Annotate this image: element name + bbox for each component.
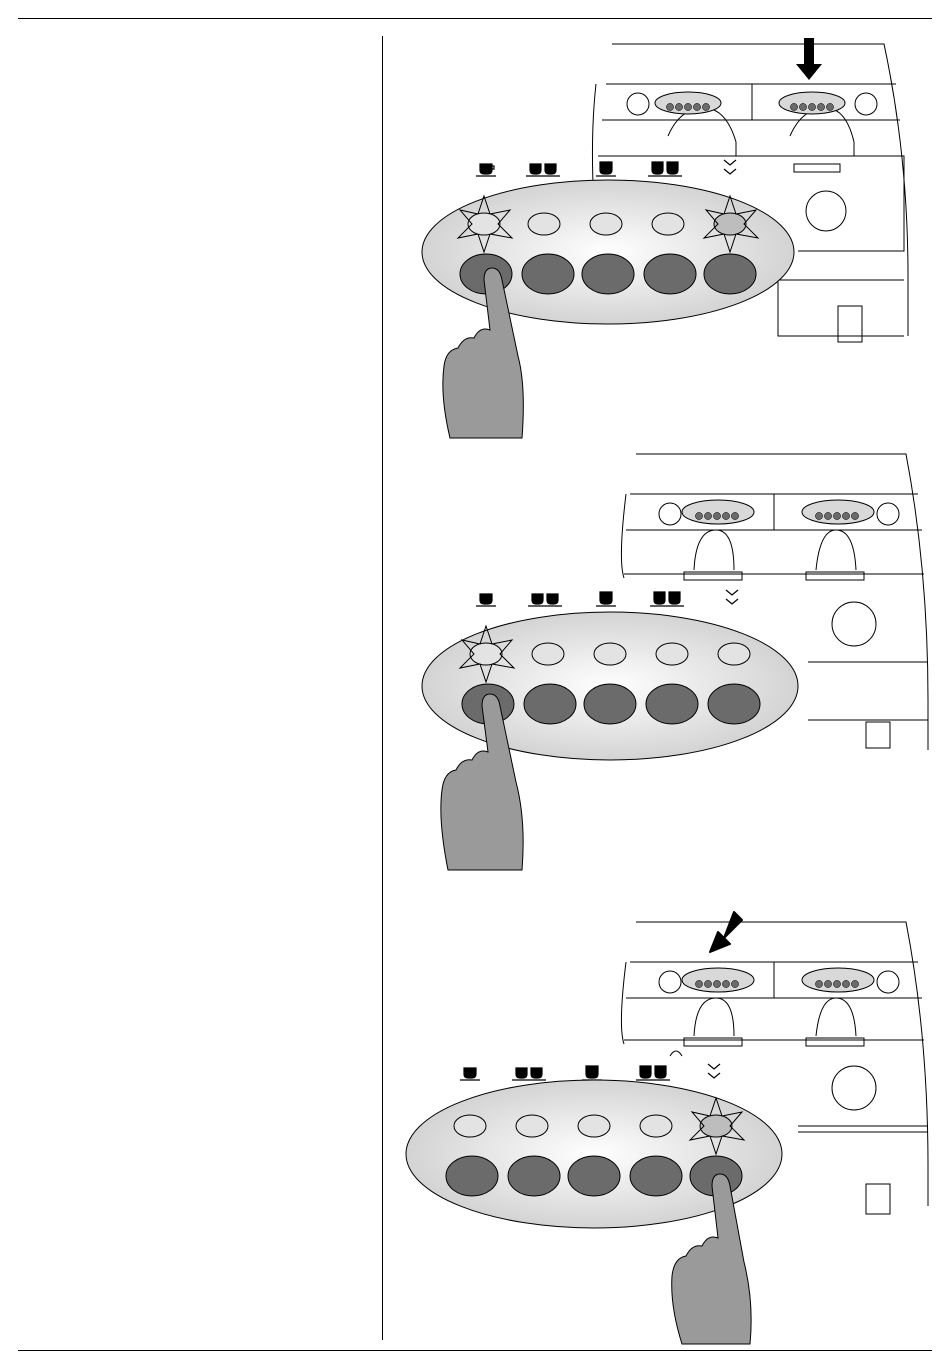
button-5[interactable] (708, 684, 760, 724)
led-1 (470, 643, 502, 665)
figure-3-program-continuous (388, 906, 932, 1346)
button-2[interactable] (508, 1156, 560, 1196)
button-4[interactable] (646, 684, 698, 724)
led-5 (700, 1115, 732, 1137)
double-cup-icon (526, 164, 560, 176)
button-3[interactable] (584, 684, 636, 724)
figure-2-program-dose (388, 450, 932, 880)
double-cup-icon (528, 594, 562, 606)
led-2 (528, 213, 560, 235)
machine-keypad-right (802, 968, 874, 992)
double-dark-cup-icon (650, 592, 684, 606)
led-4 (652, 213, 684, 235)
button-1[interactable] (446, 1156, 498, 1196)
double-cup-icon (512, 1068, 546, 1080)
led-3 (578, 1115, 610, 1137)
continuous-dispense-icon (724, 160, 736, 174)
machine-knob-left (659, 971, 681, 993)
machine-knob-left (627, 93, 649, 115)
led-2 (516, 1115, 548, 1137)
pointing-arrow-icon (710, 912, 742, 952)
machine-dial (806, 191, 846, 231)
button-3[interactable] (568, 1156, 620, 1196)
button-4[interactable] (630, 1156, 682, 1196)
keypad-enlarged (422, 160, 794, 324)
left-text-column (18, 36, 368, 1336)
figure-1-program-dose (388, 36, 932, 441)
led-3 (590, 213, 622, 235)
cup-icons-row (476, 160, 736, 176)
button-2[interactable] (522, 254, 574, 294)
continuous-dispense-icon (726, 590, 738, 604)
machine-keypad-left (682, 968, 754, 992)
led-4 (640, 1115, 672, 1137)
cup-icons-row (476, 590, 738, 606)
keypad-panel (422, 180, 794, 324)
button-4[interactable] (644, 254, 696, 294)
machine-dial (832, 602, 876, 646)
led-1 (454, 1115, 486, 1137)
led-2 (532, 643, 564, 665)
single-dark-cup-icon (596, 592, 616, 606)
button-2[interactable] (524, 684, 576, 724)
column-divider (382, 36, 383, 1340)
single-cup-icon (476, 594, 496, 606)
keypad-enlarged (422, 590, 798, 760)
single-dark-cup-icon (596, 162, 616, 176)
single-dark-cup-icon (582, 1066, 602, 1080)
button-3[interactable] (582, 254, 634, 294)
led-4 (656, 643, 688, 665)
top-rule (18, 18, 932, 19)
cup-icons-row (460, 1064, 720, 1080)
machine-keypad-right (779, 92, 845, 114)
single-cup-icon (460, 1068, 480, 1080)
double-dark-cup-icon (648, 162, 682, 176)
single-cup-icon (476, 164, 496, 176)
button-5[interactable] (704, 254, 756, 294)
continuous-dispense-icon (708, 1064, 720, 1078)
machine-dial (832, 1066, 876, 1110)
machine-keypad-left (682, 500, 754, 524)
machine-knob-left (659, 503, 681, 525)
machine-knob-right (877, 503, 899, 525)
machine-keypad-right (802, 500, 874, 524)
led-5 (714, 213, 746, 235)
led-3 (594, 643, 626, 665)
led-1 (468, 213, 500, 235)
bottom-rule (18, 1350, 932, 1351)
led-5 (718, 643, 750, 665)
machine-knob-right (877, 971, 899, 993)
machine-keypad-left (655, 92, 721, 114)
machine-knob-right (855, 93, 877, 115)
double-dark-cup-icon (636, 1066, 670, 1080)
